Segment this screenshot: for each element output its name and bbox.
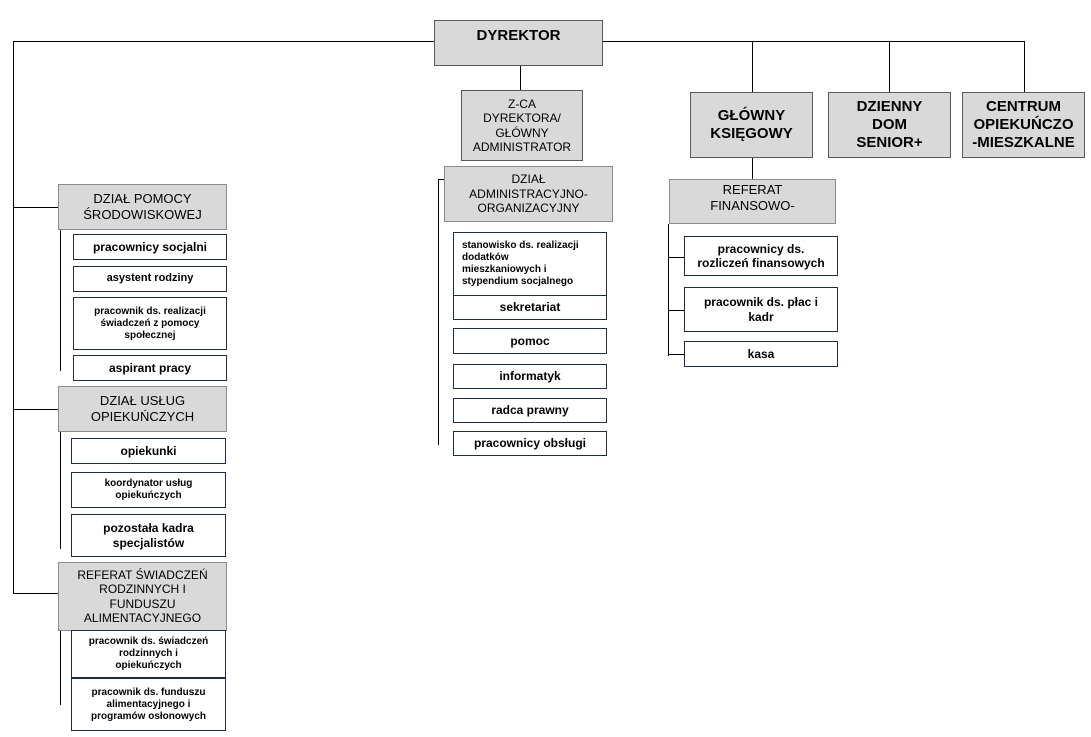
- connector-line: [668, 310, 684, 311]
- connector-line: [438, 179, 439, 445]
- connector-line: [520, 65, 521, 90]
- connector-line: [13, 41, 435, 42]
- list-item: opiekunki: [71, 438, 226, 464]
- connector-line: [1024, 41, 1025, 92]
- list-item: pracownicy socjalni: [73, 234, 227, 260]
- list-item: pracownicy obsługi: [453, 431, 607, 456]
- connector-line: [13, 41, 14, 594]
- deputy-director-box: Z-CA DYREKTORA/ GŁÓWNY ADMINISTRATOR: [461, 90, 583, 161]
- list-item: pracownik ds. realizacji świadczeń z pom…: [73, 297, 227, 350]
- list-item: pozostała kadra specjalistów: [71, 514, 226, 557]
- connector-line: [752, 41, 753, 92]
- connector-line: [60, 431, 61, 549]
- connector-line: [889, 41, 890, 92]
- list-item: informatyk: [453, 364, 607, 389]
- list-item: stanowisko ds. realizacji dodatków miesz…: [453, 232, 607, 296]
- day-home-senior-box: DZIENNY DOM SENIOR+: [828, 92, 951, 158]
- connector-line: [60, 229, 61, 371]
- list-item: pracownik ds. świadczeń rodzinnych i opi…: [71, 630, 226, 678]
- connector-line: [668, 257, 684, 258]
- list-item: pracownik ds. płac i kadr: [684, 287, 838, 332]
- dept-administrative-box: DZIAŁ ADMINISTRACYJNO- ORGANIZACYJNY: [444, 166, 613, 222]
- list-item: pracownicy ds. rozliczeń finansowych: [684, 236, 838, 276]
- connector-line: [438, 179, 445, 180]
- list-item: aspirant pracy: [73, 355, 227, 381]
- connector-line: [60, 629, 61, 705]
- list-item: radca prawny: [453, 398, 607, 423]
- list-item: koordynator usług opiekuńczych: [71, 472, 226, 508]
- director-box: DYREKTOR: [434, 20, 603, 66]
- connector-line: [13, 207, 59, 208]
- dept-care-services-box: DZIAŁ USŁUG OPIEKUŃCZYCH: [58, 386, 227, 432]
- list-item: asystent rodziny: [73, 266, 227, 292]
- list-item: kasa: [684, 341, 838, 367]
- list-item: pomoc: [453, 328, 607, 354]
- dept-social-assistance-box: DZIAŁ POMOCY ŚRODOWISKOWEJ: [58, 184, 227, 230]
- connector-line: [602, 41, 1024, 42]
- connector-line: [752, 157, 753, 179]
- dept-finance-box: REFERAT FINANSOWO-: [669, 179, 836, 224]
- connector-line: [13, 409, 59, 410]
- connector-line: [668, 224, 669, 356]
- connector-line: [668, 354, 684, 355]
- dept-family-benefits-box: REFERAT ŚWIADCZEŃ RODZINNYCH I FUNDUSZU …: [58, 562, 227, 631]
- care-living-center-box: CENTRUM OPIEKUŃCZO -MIESZKALNE: [962, 92, 1085, 158]
- connector-line: [13, 593, 59, 594]
- list-item: pracownik ds. funduszu alimentacyjnego i…: [71, 678, 226, 731]
- chief-accountant-box: GŁÓWNY KSIĘGOWY: [690, 92, 813, 158]
- list-item: sekretariat: [453, 295, 607, 320]
